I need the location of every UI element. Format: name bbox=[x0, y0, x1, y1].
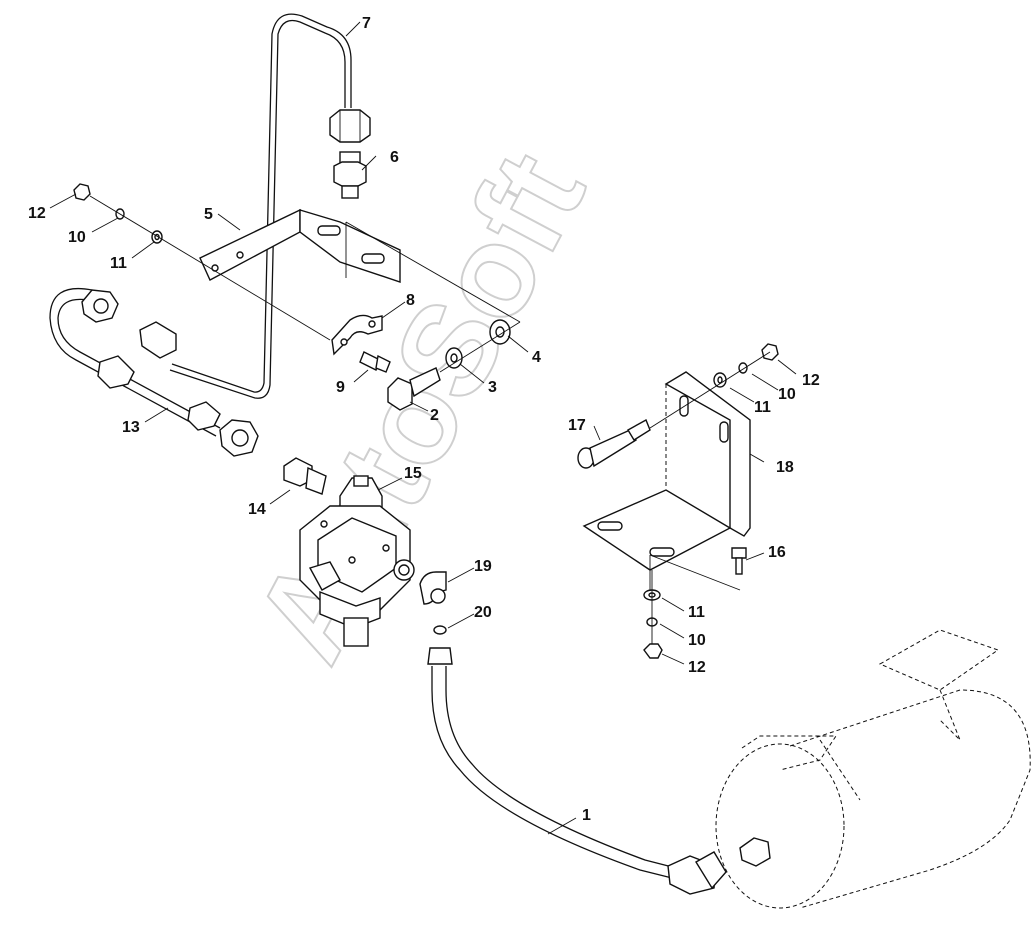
callout-1: 1 bbox=[582, 807, 591, 824]
callout-10-right: 10 bbox=[778, 386, 796, 403]
oring-20 bbox=[433, 625, 447, 635]
tube-7 bbox=[169, 13, 352, 399]
callouts: 1 2 3 4 5 6 7 8 9 10 11 12 13 14 15 16 1… bbox=[28, 15, 820, 824]
callout-5: 5 bbox=[204, 206, 213, 223]
hose-1 bbox=[427, 647, 727, 895]
callout-14: 14 bbox=[248, 501, 266, 518]
washer-11-top bbox=[151, 230, 163, 244]
axis-line bbox=[439, 321, 521, 373]
callout-11-right: 11 bbox=[754, 399, 771, 416]
washer-11-right bbox=[713, 372, 727, 388]
callout-11-top: 11 bbox=[110, 255, 127, 272]
bolt-17 bbox=[577, 419, 651, 469]
fitting-14 bbox=[283, 457, 327, 495]
nut-6 bbox=[329, 109, 371, 199]
callout-9: 9 bbox=[336, 379, 345, 396]
lockwasher-10-right bbox=[738, 362, 748, 374]
callout-15: 15 bbox=[404, 465, 422, 482]
callout-13: 13 bbox=[122, 419, 140, 436]
callout-12-right: 12 bbox=[802, 372, 820, 389]
callout-12-top: 12 bbox=[28, 205, 46, 222]
callout-10-top: 10 bbox=[68, 229, 86, 246]
callout-18: 18 bbox=[776, 459, 794, 476]
nut-12-top bbox=[73, 183, 91, 201]
callout-7: 7 bbox=[362, 15, 371, 32]
washer-4 bbox=[489, 319, 511, 345]
callout-8: 8 bbox=[406, 292, 415, 309]
callout-6: 6 bbox=[390, 149, 399, 166]
axis-line-top bbox=[89, 195, 331, 341]
callout-20: 20 bbox=[474, 604, 492, 621]
elbow-19 bbox=[419, 571, 447, 605]
air-tank bbox=[715, 629, 1031, 909]
callout-2: 2 bbox=[430, 407, 439, 424]
nut-12-lower bbox=[643, 643, 663, 659]
callout-3: 3 bbox=[488, 379, 497, 396]
hose-13 bbox=[49, 287, 259, 457]
callout-10-lower: 10 bbox=[688, 632, 706, 649]
callout-19: 19 bbox=[474, 558, 492, 575]
axis-line-right bbox=[649, 351, 771, 429]
callout-12-lower: 12 bbox=[688, 659, 706, 676]
bolt-9 bbox=[359, 351, 391, 373]
valve-15 bbox=[299, 475, 415, 647]
callout-16: 16 bbox=[768, 544, 786, 561]
clamp-8 bbox=[331, 314, 383, 356]
callout-11-lower: 11 bbox=[688, 604, 705, 621]
bolt-16 bbox=[731, 547, 747, 575]
callout-17: 17 bbox=[568, 417, 586, 434]
bracket-18 bbox=[582, 371, 751, 591]
washer-3 bbox=[445, 347, 463, 369]
bolt-2 bbox=[387, 367, 441, 411]
leader-lines bbox=[49, 21, 797, 835]
callout-4: 4 bbox=[532, 349, 541, 366]
bracket-5 bbox=[199, 208, 521, 323]
